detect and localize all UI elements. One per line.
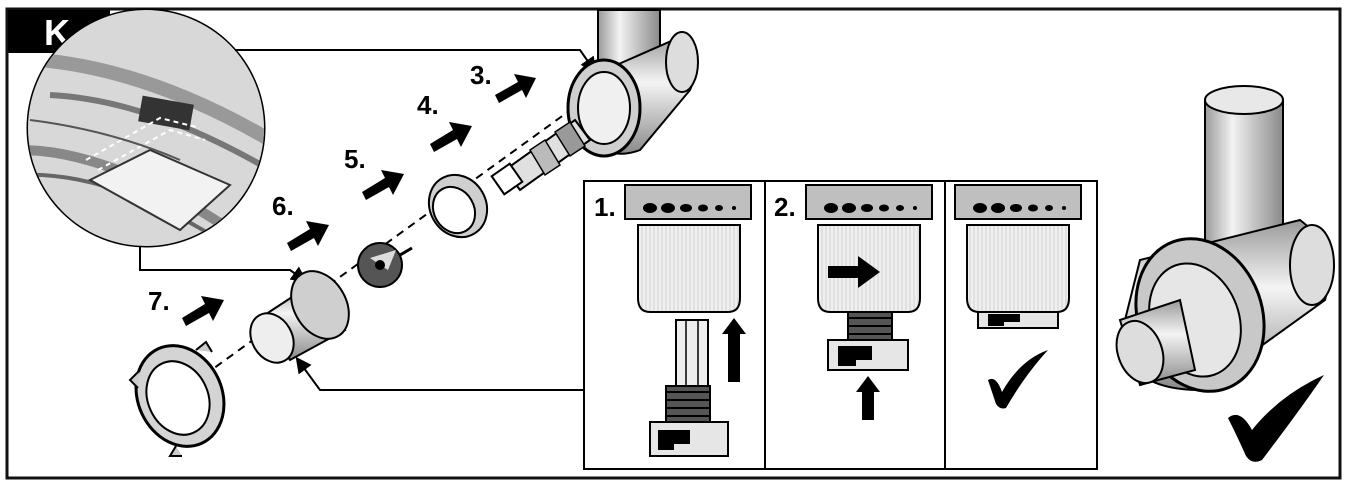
step-3: 3. (470, 60, 536, 103)
checkmark-icon (988, 350, 1048, 409)
arrow-right-icon (362, 170, 404, 200)
callout-line-top (210, 49, 597, 74)
callout-line-bottom (139, 240, 308, 283)
panel-2-label: 2. (774, 192, 796, 222)
arrow-right-icon (828, 256, 880, 288)
inset-panel-1: 1. (594, 184, 752, 457)
step-4: 4. (417, 90, 472, 152)
checkmark-icon (1228, 375, 1324, 462)
arrow-right-icon (430, 122, 472, 152)
step-6-label: 6. (272, 191, 294, 221)
assembled-grinder (1115, 85, 1335, 462)
step-5-label: 5. (344, 144, 366, 174)
cutting-blade-part (357, 242, 413, 288)
inset-box: 1. 2. (583, 180, 1098, 470)
panel-1-label: 1. (594, 192, 616, 222)
arrow-right-icon (182, 296, 224, 326)
outer-frame (5, 7, 1342, 480)
arrow-right-icon (287, 221, 329, 251)
arrow-up-icon (722, 318, 746, 382)
step-4-label: 4. (417, 90, 439, 120)
step-7: 7. (148, 286, 224, 326)
cone-disc-part (249, 270, 350, 364)
grinder-head (566, 9, 699, 158)
step-5: 5. (344, 144, 404, 200)
magnifier-circle-icon (26, 8, 266, 248)
assembly-axis (169, 79, 613, 401)
step-7-label: 7. (148, 286, 170, 316)
sleeve-ring-part (427, 173, 489, 239)
auger-part (490, 118, 592, 196)
step-3-label: 3. (470, 60, 492, 90)
callout-line-inset (295, 356, 583, 391)
inset-panel-2: 2. (774, 184, 933, 420)
step-6: 6. (272, 191, 329, 251)
arrow-right-icon (495, 74, 536, 103)
arrow-up-icon (856, 376, 880, 420)
inset-panel-3 (954, 184, 1082, 409)
ring-nut-part (128, 340, 226, 457)
